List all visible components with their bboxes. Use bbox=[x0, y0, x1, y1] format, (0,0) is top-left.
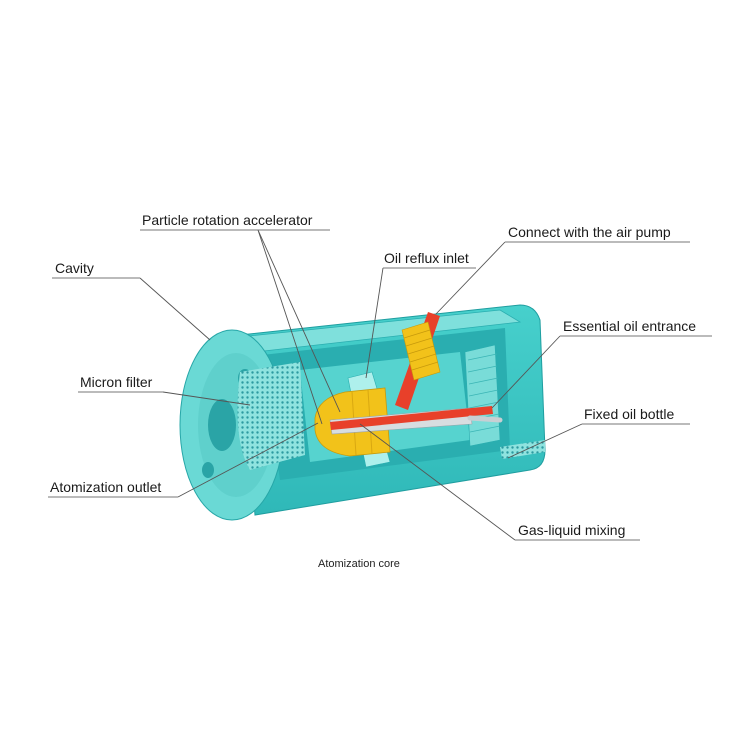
leader-particle-2 bbox=[257, 229, 323, 425]
front-small-hole-bottom bbox=[202, 462, 214, 478]
caption: Atomization core bbox=[318, 558, 400, 570]
label-essential-oil-entrance: Essential oil entrance bbox=[563, 318, 696, 334]
label-particle-rotation-accelerator: Particle rotation accelerator bbox=[142, 212, 313, 228]
air-fitting-threads bbox=[403, 329, 439, 371]
label-connect-air-pump: Connect with the air pump bbox=[508, 224, 671, 240]
labels: Particle rotation accelerator Connect wi… bbox=[50, 212, 696, 570]
leader-atomization-outlet bbox=[177, 422, 319, 498]
micron-filter-block bbox=[237, 362, 305, 470]
label-atomization-outlet: Atomization outlet bbox=[50, 479, 161, 495]
leader-air-pump bbox=[435, 241, 506, 315]
leader-lines bbox=[48, 229, 712, 541]
label-oil-reflux-inlet: Oil reflux inlet bbox=[384, 250, 469, 266]
leader-micron bbox=[162, 391, 251, 406]
leader-essential-oil bbox=[491, 335, 561, 409]
leader-particle bbox=[257, 229, 341, 413]
red-tube-horizontal bbox=[330, 406, 493, 430]
label-gas-liquid-mixing: Gas-liquid mixing bbox=[518, 522, 625, 538]
label-fixed-oil-bottle: Fixed oil bottle bbox=[584, 406, 674, 422]
leader-oil-reflux bbox=[365, 267, 384, 379]
label-micron-filter: Micron filter bbox=[80, 374, 153, 390]
front-bore bbox=[208, 399, 236, 451]
leader-gas-liquid bbox=[359, 423, 516, 541]
air-fitting bbox=[401, 321, 441, 381]
bottom-thread-edge bbox=[500, 440, 545, 459]
leader-cavity bbox=[139, 277, 211, 341]
cylinder-body bbox=[179, 304, 546, 521]
rear-thread-lines bbox=[467, 353, 501, 433]
rear-tube bbox=[467, 415, 503, 423]
nozzle-assembly bbox=[314, 312, 503, 457]
leader-fixed-bottle bbox=[507, 423, 583, 459]
label-cavity: Cavity bbox=[55, 260, 94, 276]
